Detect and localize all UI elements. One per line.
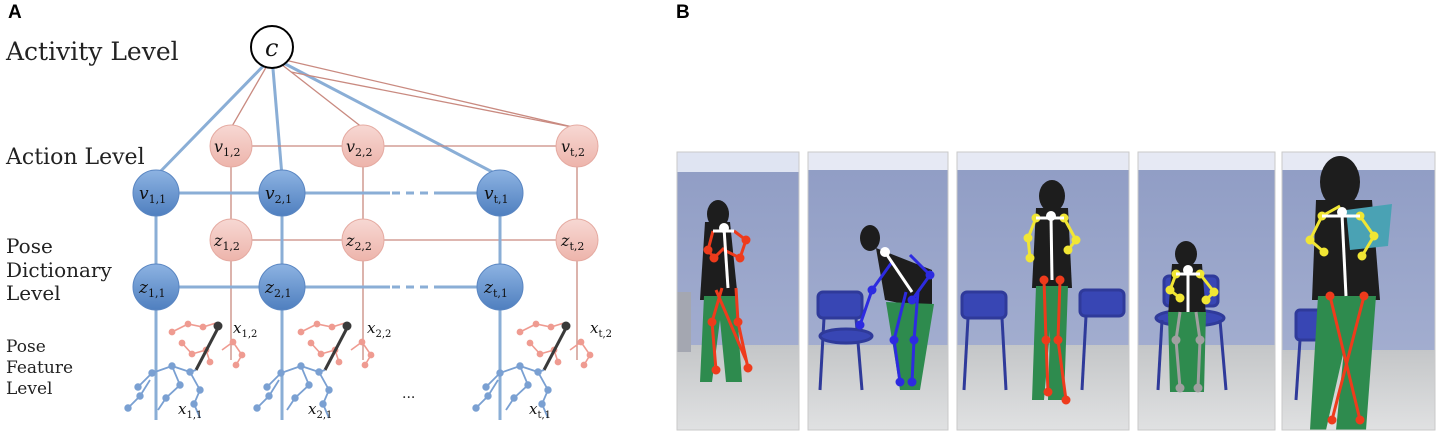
photo-borders (676, 151, 1436, 431)
photo-3 (957, 152, 1129, 430)
skeleton-photo-5-legs (1325, 291, 1369, 425)
skeleton-blue-1 (124, 362, 204, 419)
skeleton-photo-1 (703, 229, 753, 375)
svg-text:z2,2: z2,2 (345, 231, 372, 253)
feature-x-t-2: xt,2 (590, 319, 612, 340)
svg-text:v2,1: v2,1 (265, 184, 292, 206)
pose-dictionary-label-1: Pose (6, 234, 53, 258)
pose-feature-group-2 (253, 320, 375, 419)
node-z-2-2: z2,2 (341, 218, 385, 262)
feature-x-2-1: x2,1 (308, 400, 332, 421)
node-z-t-1: zt,1 (476, 263, 524, 311)
skeleton-pink-1 (168, 320, 246, 369)
skeleton-photo-2 (855, 253, 935, 387)
skeleton-photo-4-legs (1171, 311, 1205, 393)
activity-node-c: c (250, 25, 294, 69)
edges-pink-horizontal (231, 145, 577, 241)
svg-text:c: c (265, 34, 278, 62)
photo-2 (808, 152, 948, 430)
feature-x-1-1: x1,1 (178, 400, 202, 421)
feature-x-t-1: xt,1 (529, 400, 551, 421)
svg-text:z2,1: z2,1 (264, 278, 291, 300)
svg-text:zt,1: zt,1 (483, 278, 508, 300)
feature-ellipsis: ... (402, 386, 415, 402)
svg-text:z1,2: z1,2 (213, 231, 240, 253)
skeleton-photo-3-legs (1039, 275, 1071, 405)
pose-feature-label-2: Feature (6, 358, 73, 378)
node-v-1-2: v1,2 (209, 124, 253, 168)
svg-text:zt,2: zt,2 (560, 231, 584, 253)
svg-text:z1,1: z1,1 (138, 278, 165, 300)
photo-1 (677, 152, 799, 430)
node-v-t-1: vt,1 (476, 169, 524, 217)
pose-dictionary-label-3: Level (6, 281, 61, 305)
pose-dictionary-label-2: Dictionary (6, 258, 112, 282)
photo-5 (1282, 152, 1435, 430)
skeleton-dark-spine-1 (194, 321, 223, 371)
node-z-t-2: zt,2 (555, 218, 599, 262)
pose-feature-group-t (472, 320, 594, 419)
activity-level-label: Activity Level (5, 37, 179, 66)
pose-feature-group-1 (124, 320, 246, 419)
person-5 (1310, 156, 1380, 430)
node-z-1-2: z1,2 (209, 218, 253, 262)
svg-text:v1,1: v1,1 (139, 184, 166, 206)
edges-c-to-pink-v (230, 56, 578, 129)
svg-text:vt,2: vt,2 (561, 137, 585, 159)
chair-3 (960, 288, 1126, 391)
node-v-2-2: v2,2 (341, 124, 385, 168)
chair-2 (816, 290, 874, 391)
pose-feature-label-1: Pose (6, 337, 46, 357)
feature-x-1-2: x1,2 (233, 319, 257, 340)
svg-text:v1,2: v1,2 (214, 137, 241, 159)
feature-x-2-2: x2,2 (367, 319, 391, 340)
pose-feature-label-3: Level (6, 379, 52, 399)
panel-b-label: B (676, 2, 690, 23)
person-3 (1032, 180, 1072, 400)
svg-text:v2,2: v2,2 (346, 137, 373, 159)
node-z-2-1: z2,1 (258, 263, 306, 311)
edges-c-to-blue-v (154, 55, 501, 178)
svg-text:vt,1: vt,1 (484, 184, 509, 206)
panel-a-label: A (8, 2, 22, 23)
action-level-label: Action Level (5, 145, 145, 170)
skeleton-photo-4-arms (1165, 269, 1219, 305)
node-v-t-2: vt,2 (555, 124, 599, 168)
edges-blue-vertical (154, 193, 502, 420)
node-z-1-1: z1,1 (132, 263, 180, 311)
node-v-2-1: v2,1 (258, 169, 306, 217)
photo-4 (1138, 152, 1275, 430)
node-v-1-1: v1,1 (132, 169, 180, 217)
